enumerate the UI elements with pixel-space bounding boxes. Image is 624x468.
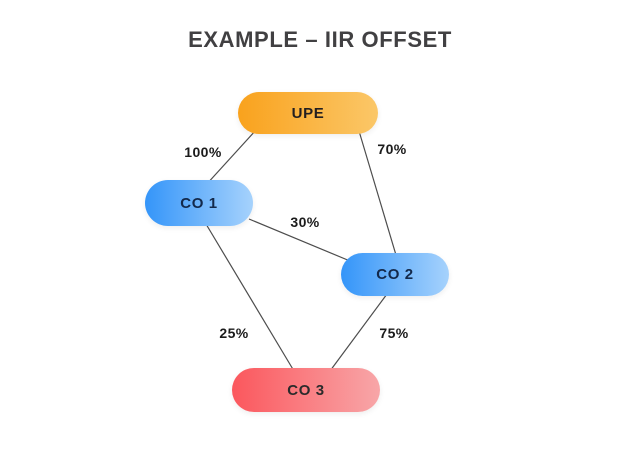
edge-label-co1-co2: 30% bbox=[290, 214, 320, 230]
edge-label-upe-co2: 70% bbox=[377, 141, 407, 157]
edge-line-upe-co1 bbox=[204, 129, 257, 187]
edge-line-upe-co2 bbox=[358, 130, 397, 256]
edge-line-co1-co2 bbox=[248, 218, 351, 262]
edge-line-co2-co3 bbox=[329, 293, 388, 372]
node-label: UPE bbox=[291, 104, 325, 122]
node-upe: UPE bbox=[238, 92, 378, 134]
node-co2: CO 2 bbox=[341, 253, 449, 296]
node-label: CO 1 bbox=[180, 194, 218, 212]
page-title: EXAMPLE – IIR OFFSET bbox=[188, 27, 452, 52]
node-label: CO 3 bbox=[287, 381, 325, 399]
edge-label-co1-co3: 25% bbox=[219, 325, 249, 341]
edge-line-co1-co3 bbox=[205, 223, 295, 372]
edge-label-co2-co3: 75% bbox=[379, 325, 409, 341]
edge-label-upe-co1: 100% bbox=[184, 144, 222, 160]
node-label: CO 2 bbox=[376, 266, 414, 283]
node-co3: CO 3 bbox=[232, 368, 380, 412]
node-co1: CO 1 bbox=[145, 180, 253, 226]
